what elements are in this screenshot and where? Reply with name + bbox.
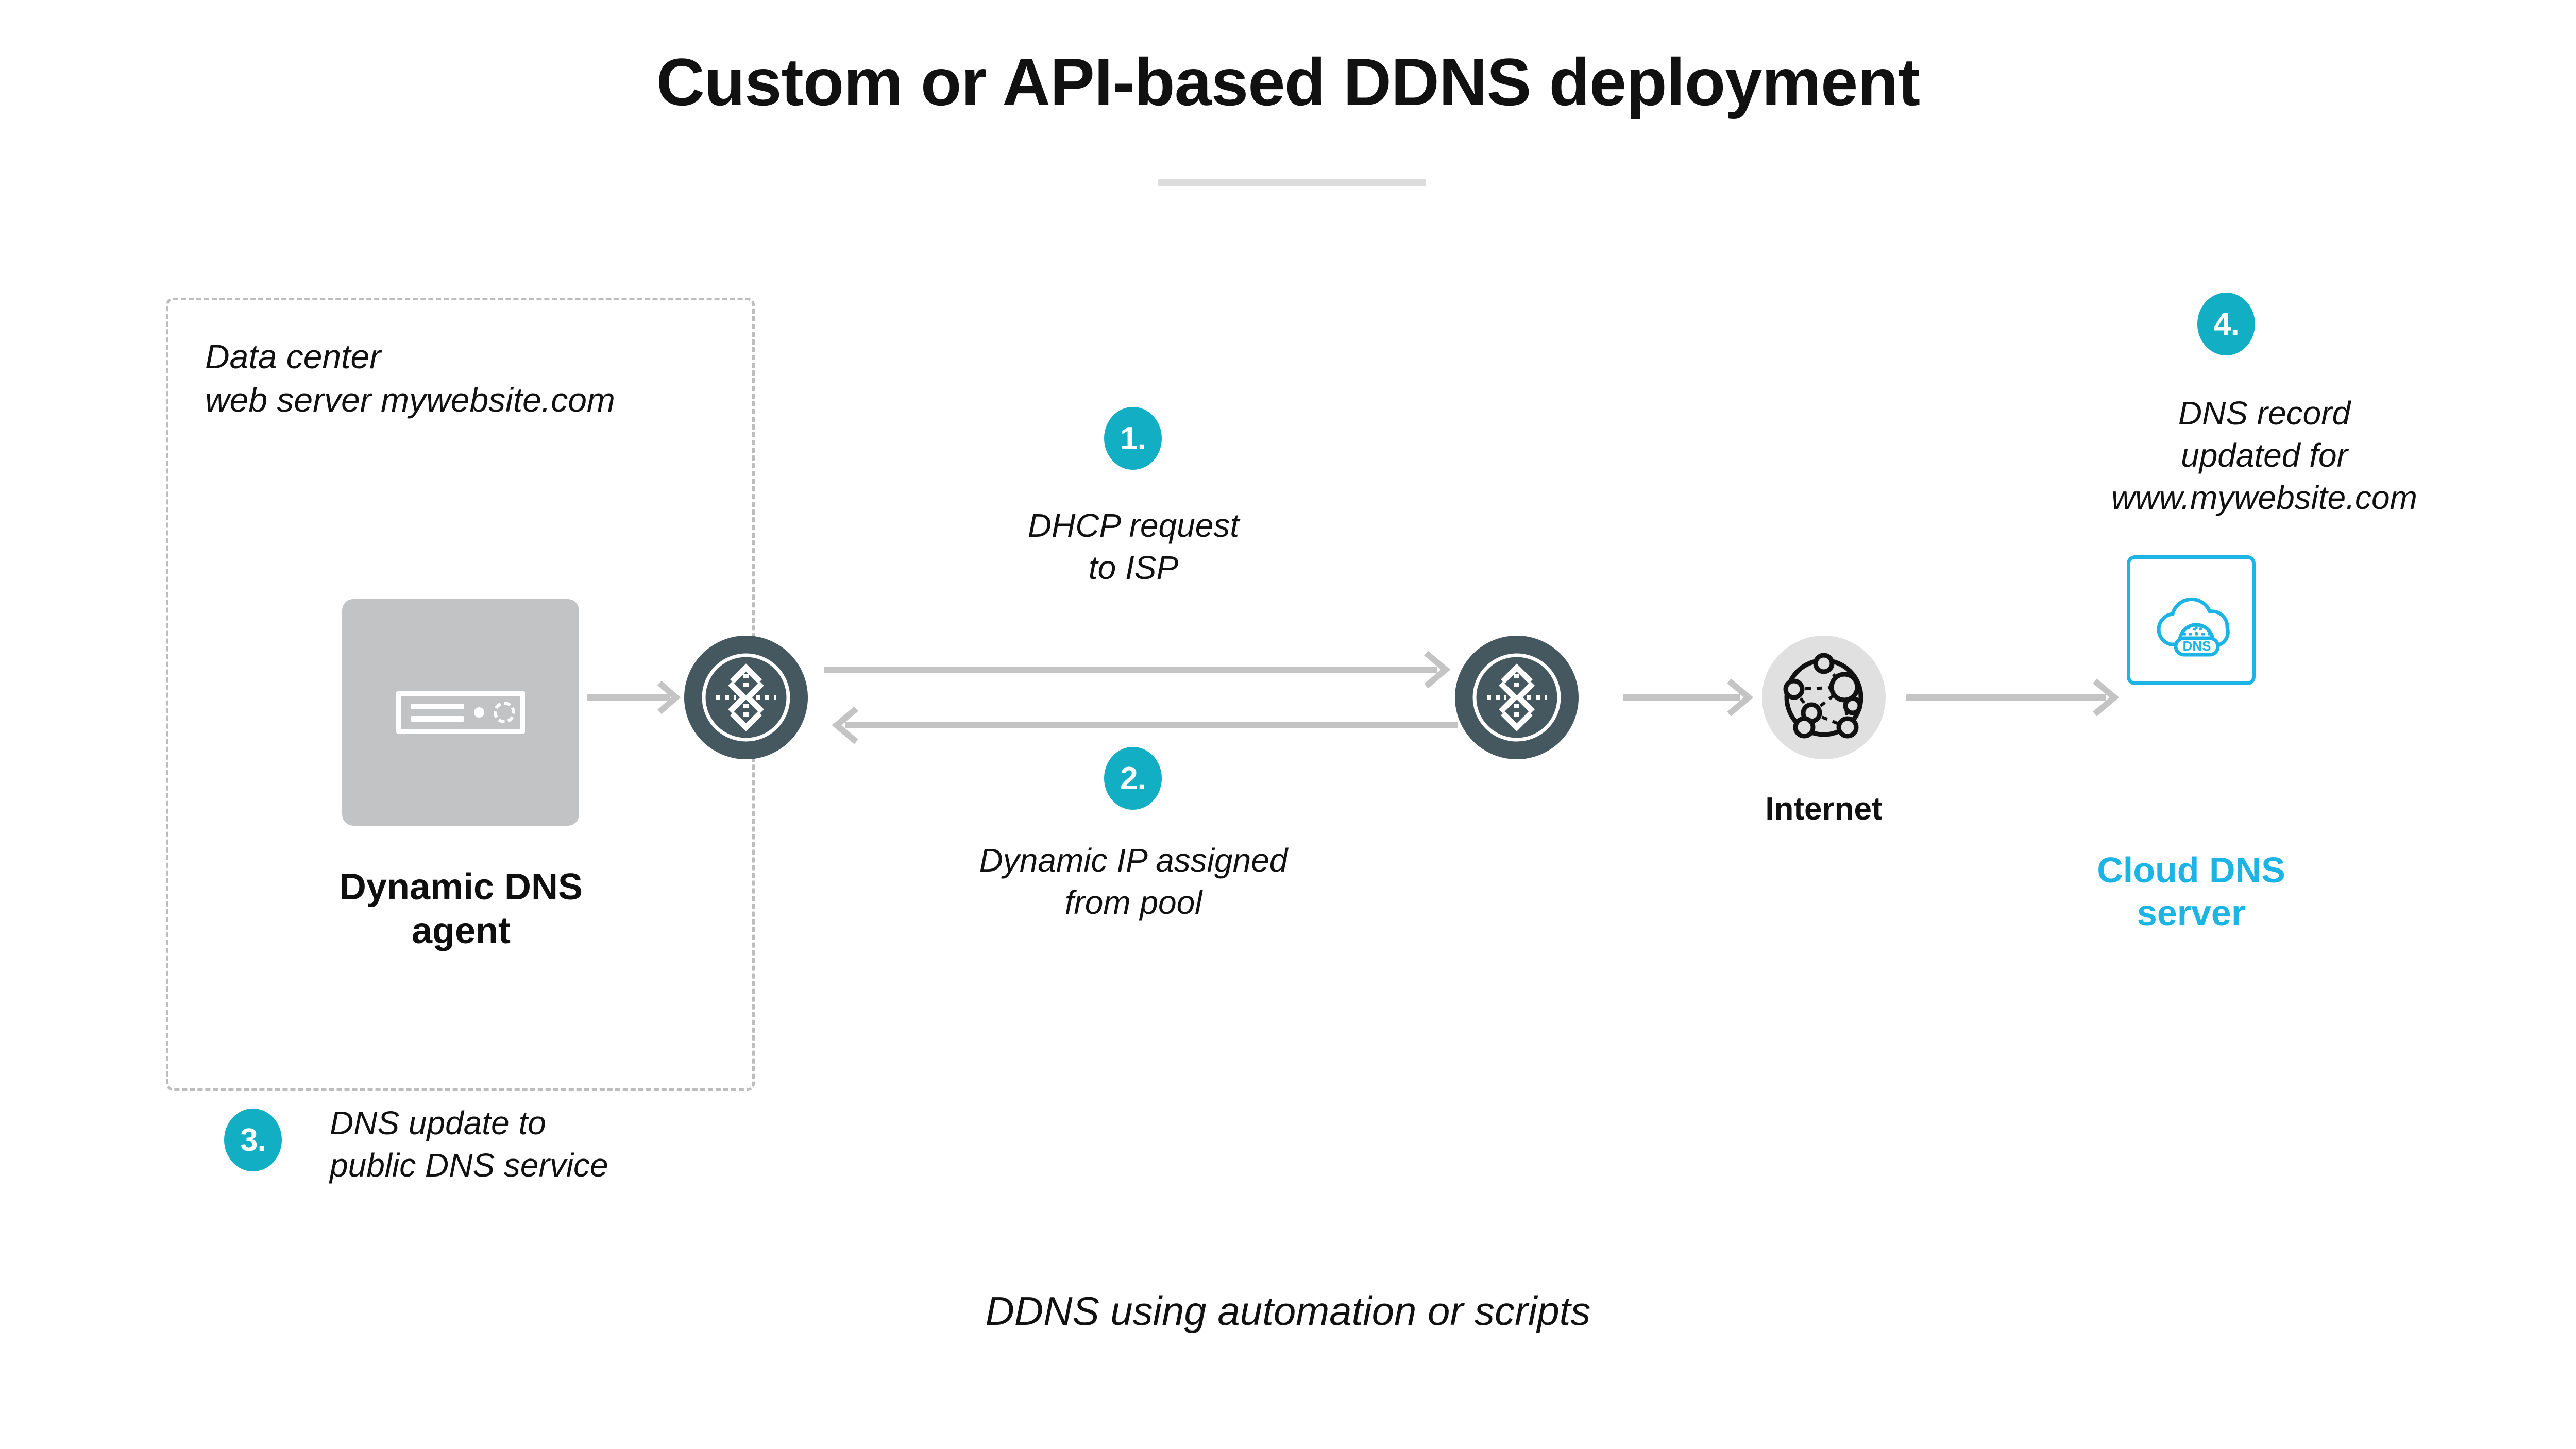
server-dial-icon [494, 702, 515, 723]
cloud-dns-caption-line1: Cloud DNS [2097, 850, 2285, 890]
step-text-2-line1: Dynamic IP assigned [979, 842, 1288, 879]
step-text-3-line2: public DNS service [330, 1146, 608, 1184]
router-icon-left[interactable] [684, 636, 808, 759]
step-text-4: DNS record updated for www.mywebsite.com [2043, 393, 2486, 519]
router-icon [1472, 653, 1561, 742]
cloud-dns-caption: Cloud DNS server [2062, 849, 2320, 934]
arrow-router-to-router-bottom [832, 706, 1458, 744]
server-vent-lines [411, 703, 464, 722]
web-server-caption-line1: Dynamic DNS [339, 866, 583, 908]
arrow-router-to-internet [1623, 678, 1754, 717]
step-badge-2: 2. [1104, 747, 1162, 810]
data-center-label-line2: web server mywebsite.com [205, 381, 615, 419]
data-center-label-line1: Data center [205, 337, 381, 376]
web-server-node[interactable] [342, 599, 579, 826]
arrow-server-to-router [587, 680, 681, 714]
internet-node[interactable] [1762, 636, 1886, 759]
step-text-4-line1: DNS record [2178, 395, 2351, 432]
router-icon-right[interactable] [1455, 636, 1579, 759]
server-rack-icon [396, 691, 525, 734]
cloud-dns-icon: DNS [2157, 597, 2230, 657]
step-text-1: DHCP request to ISP [943, 505, 1324, 589]
cloud-dns-icon-text: DNS [2183, 638, 2211, 654]
page-title: Custom or API-based DDNS deployment [656, 44, 1920, 120]
step-badge-4: 4. [2197, 293, 2255, 355]
step-text-4-line3: www.mywebsite.com [2111, 479, 2417, 516]
step-text-1-line1: DHCP request [1027, 507, 1240, 544]
step-text-1-line2: to ISP [1088, 549, 1179, 586]
cloud-dns-caption-line2: server [2137, 892, 2246, 933]
internet-label: Internet [1765, 791, 1883, 827]
step-text-2-line2: from pool [1064, 883, 1202, 921]
title-divider [1158, 179, 1426, 186]
step-text-3-line1: DNS update to [330, 1104, 546, 1141]
step-text-4-line2: updated for [2181, 436, 2348, 474]
step-text-2: Dynamic IP assigned from pool [922, 840, 1345, 924]
web-server-caption: Dynamic DNS agent [273, 865, 649, 953]
web-server-caption-line2: agent [411, 910, 511, 951]
server-led-icon [474, 707, 484, 718]
data-center-label: Data center web server mywebsite.com [205, 335, 751, 422]
server-vent-line [411, 703, 464, 709]
arrow-router-to-router-top [824, 651, 1451, 689]
cloud-dns-node[interactable]: DNS [2127, 555, 2256, 685]
server-vent-line [411, 715, 464, 722]
router-icon [702, 653, 790, 742]
step-badge-1: 1. [1104, 407, 1162, 470]
step-text-3: DNS update to public DNS service [330, 1102, 845, 1187]
network-globe-icon [1783, 653, 1863, 739]
arrow-internet-to-cloud [1906, 678, 2120, 717]
step-badge-3: 3. [224, 1109, 282, 1171]
bottom-caption: DDNS using automation or scripts [985, 1288, 1591, 1334]
